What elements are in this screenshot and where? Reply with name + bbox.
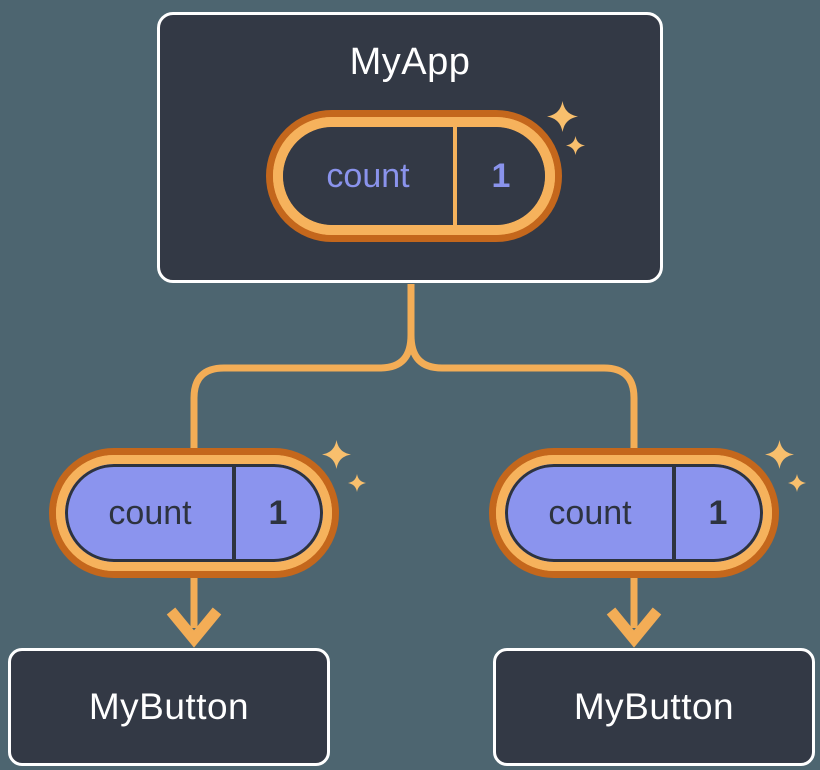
sparkle-icon [547,101,578,132]
arrowhead-right-icon [606,607,662,648]
state-name-label: count [108,493,192,532]
state-pill-divider [232,467,236,559]
component-title-left-mybutton: MyButton [88,686,250,727]
branch-right-line [407,334,638,628]
state-pill-body: count 1 [283,127,545,225]
state-value: 1 [708,493,728,532]
component-node-right-mybutton: MyButton [493,648,815,766]
sparkle-icon [322,440,351,469]
state-pill-ring: count 1 [273,117,555,235]
state-name-label: count [326,156,410,195]
component-node-left-mybutton: MyButton [8,648,330,766]
sparkle-icon [788,474,806,492]
state-pill-myapp: count 1 [266,110,562,242]
sparkle-icon [566,136,585,155]
state-pill-divider [453,127,457,225]
component-title-right-mybutton: MyButton [573,686,735,727]
state-pill-body: count 1 [65,464,323,562]
state-name-label: count [548,493,632,532]
state-value: 1 [491,156,511,195]
sparkle-icon [348,474,366,492]
state-pill-left-button: count 1 [49,448,339,578]
component-title-myapp: MyApp [349,41,471,83]
state-pill-ring: count 1 [56,455,332,571]
sparkle-icon [765,440,794,469]
state-pill-right-button: count 1 [489,448,779,578]
state-value: 1 [268,493,288,532]
arrowhead-left-icon [166,607,222,648]
state-pill-body: count 1 [505,464,763,562]
state-pill-ring: count 1 [496,455,772,571]
state-pill-divider [672,467,676,559]
